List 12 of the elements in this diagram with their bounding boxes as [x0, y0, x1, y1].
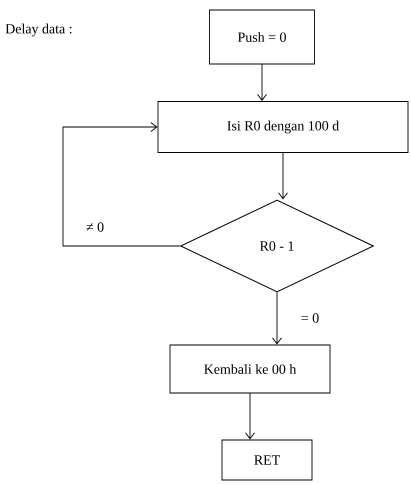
arrow: [245, 393, 255, 440]
edge-label: = 0: [300, 312, 320, 324]
process-box: Isi R0 dengan 100 d: [158, 101, 408, 153]
process-box: Push = 0: [209, 10, 315, 64]
arrow: [62, 122, 180, 246]
heading: Delay data :: [6, 24, 72, 36]
arrow: [278, 152, 288, 200]
arrow: [272, 292, 282, 345]
process-box: RET: [222, 440, 312, 480]
arrow: [257, 64, 267, 102]
process-box: Kembali ke 00 h: [170, 344, 330, 394]
edge-label: ≠ 0: [84, 221, 106, 233]
